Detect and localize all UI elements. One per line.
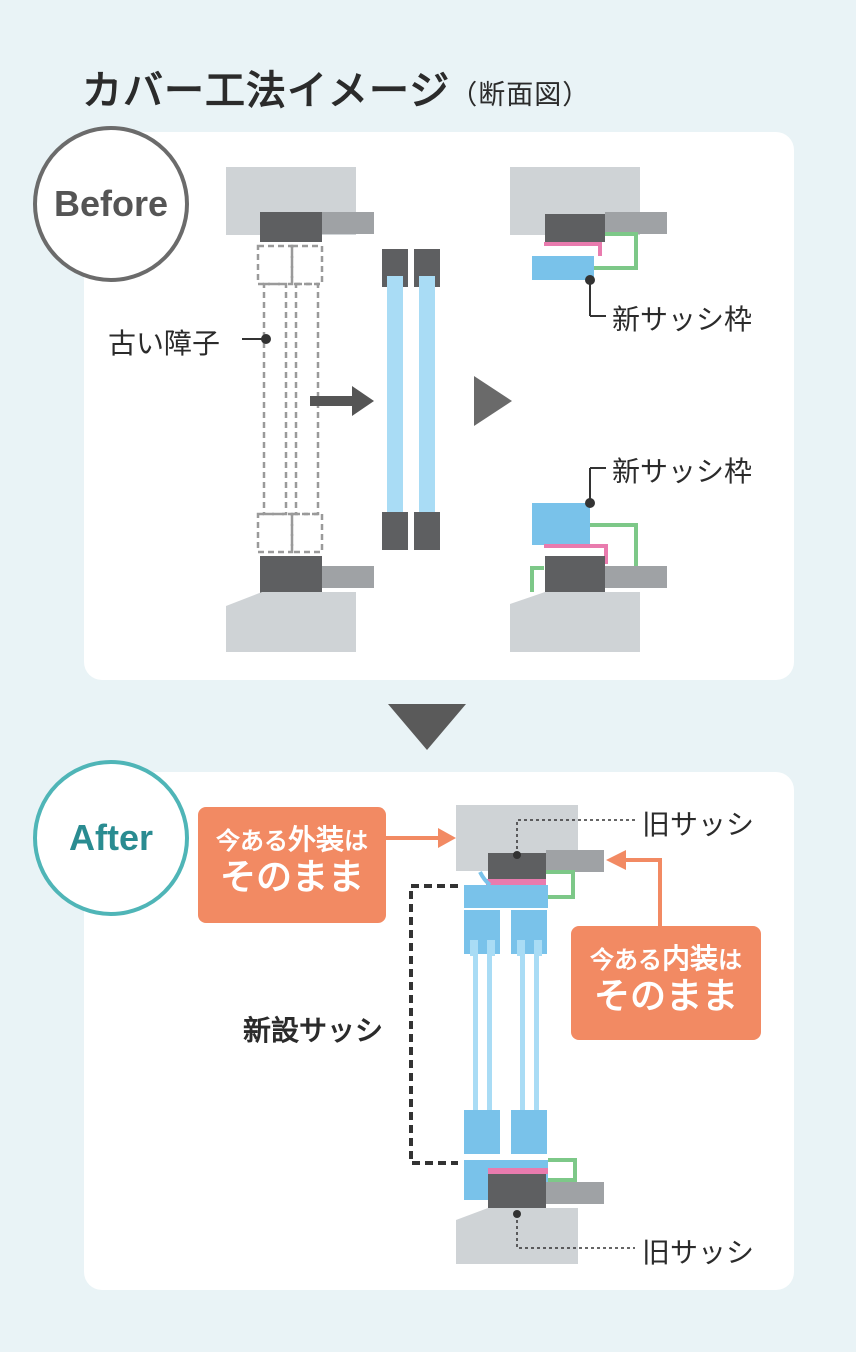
old-frame-top <box>260 212 322 242</box>
old-shoji-dashed <box>256 244 324 554</box>
old-shoji-label: 古い障子 <box>108 327 221 360</box>
old-sash-top-label: 旧サッシ <box>642 808 755 841</box>
new-sash-label: 新設サッシ <box>243 1014 384 1047</box>
interior-callout: 今ある内装は そのまま <box>571 926 761 1040</box>
before-old-window <box>226 167 374 652</box>
exterior-callout-line2: そのまま <box>219 857 364 898</box>
old-frame-bottom-trim <box>322 566 374 588</box>
exterior-callout-prefix: 今ある <box>215 827 288 855</box>
exterior-callout-suffix: は <box>344 827 368 855</box>
old-sash-bottom-label: 旧サッシ <box>642 1236 755 1269</box>
interior-callout-suffix: は <box>718 946 742 974</box>
exterior-arrow-icon <box>438 828 456 848</box>
next-step-arrow-icon <box>474 376 512 426</box>
before-badge: Before <box>33 126 189 282</box>
after-badge: After <box>33 760 189 916</box>
before-panel <box>84 132 794 680</box>
before-new-frame <box>510 167 667 652</box>
old-frame-top-trim <box>322 212 374 234</box>
new-frame-label-top: 新サッシ枠 <box>612 303 753 336</box>
exterior-callout: 今ある外装は そのまま <box>198 807 386 923</box>
title-sub: （断面図） <box>450 80 591 111</box>
floor-wall <box>226 592 356 652</box>
interior-callout-emph: 内装 <box>661 942 718 975</box>
remove-arrow-icon <box>352 386 374 416</box>
interior-arrow-icon <box>606 850 626 870</box>
down-arrow-icon <box>388 704 466 750</box>
interior-callout-prefix: 今ある <box>589 946 662 974</box>
removed-shoji <box>382 249 440 550</box>
interior-callout-line2: そのまま <box>593 976 738 1017</box>
after-window <box>385 805 662 1264</box>
new-frame-label-bottom: 新サッシ枠 <box>612 455 753 488</box>
page-title: カバー工法イメージ（断面図） <box>82 58 590 116</box>
exterior-callout-emph: 外装 <box>287 823 344 856</box>
title-main: カバー工法イメージ <box>82 68 451 114</box>
